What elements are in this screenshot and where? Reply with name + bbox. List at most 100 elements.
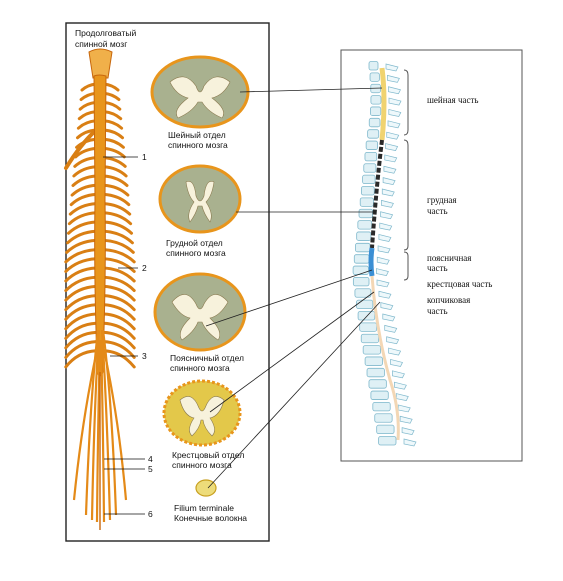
- medulla-label-line2: спинной мозг: [75, 39, 127, 49]
- sacral-section-label-2: спинного мозга: [172, 460, 232, 470]
- vertebra-body: [366, 367, 385, 378]
- lumbar-section-label-2: спинного мозга: [170, 363, 230, 373]
- spinal-nerve-left: [64, 303, 98, 321]
- vertebra-spinous-process: [385, 63, 399, 72]
- vertebra-body: [368, 61, 379, 71]
- vertebra-spinous-process: [376, 279, 390, 288]
- vertebra-spinous-process: [395, 393, 409, 401]
- spinal-nerve-right: [102, 202, 132, 216]
- spinal-nerve-right: [102, 183, 130, 197]
- spinal-nerve-right: [102, 340, 136, 359]
- vertebra-body: [374, 413, 393, 423]
- spinal-nerve-left: [72, 165, 98, 178]
- vertebra-spinous-process: [378, 234, 392, 242]
- cross-section-thoracic: [158, 164, 242, 234]
- spinal-nerve-right: [102, 275, 136, 293]
- spinal-nerve-right: [102, 349, 136, 369]
- vertebra-spinous-process: [388, 347, 402, 356]
- vertebra-spinous-process: [392, 370, 405, 379]
- vertebra-spinous-process: [378, 290, 392, 299]
- vertebra-body: [360, 186, 375, 196]
- filum-label-2: Конечные волокна: [174, 513, 247, 523]
- vertebra-spinous-process: [387, 74, 400, 83]
- vertebra-body: [357, 311, 376, 321]
- spinal-nerve-left: [66, 229, 98, 245]
- medulla-oblongata: [88, 48, 113, 79]
- vertebra-body: [354, 288, 372, 298]
- spinal-nerve-right: [102, 146, 126, 159]
- spinal-nerve-right: [102, 156, 127, 168]
- spinal-nerve-left: [74, 146, 98, 159]
- thoracic-section-label-2: спинного мозга: [166, 248, 226, 258]
- lumbar-part-label-2: часть: [427, 263, 448, 273]
- cervical-canal: [379, 67, 387, 141]
- vertebra-spinous-process: [394, 381, 407, 390]
- vertebra-body: [360, 333, 380, 344]
- cervical-section-label-2: спинного мозга: [168, 140, 228, 150]
- spinal-nerve-right: [102, 211, 133, 226]
- spinal-nerve-left: [64, 275, 98, 293]
- vertebra-spinous-process: [403, 438, 417, 447]
- number-1: 1: [142, 152, 147, 162]
- vertebra-spinous-process: [376, 268, 389, 276]
- number-leader-lines: [103, 156, 145, 515]
- vertebra-spinous-process: [380, 302, 394, 311]
- spinal-nerve-left: [64, 266, 98, 283]
- vertebra-spinous-process: [382, 313, 396, 322]
- vertebra-spinous-process: [377, 245, 391, 254]
- filum-label-1: Filium terminale: [174, 503, 234, 513]
- spinal-nerve-right: [102, 284, 136, 302]
- vertebra-body: [356, 299, 374, 310]
- coccygeal-part-label-1: копчиковая: [427, 295, 470, 305]
- cross-section-filum: [195, 479, 217, 497]
- thoracic-part-label-2: часть: [427, 206, 448, 216]
- brachial-plexus: [64, 128, 98, 170]
- sacral-section-label-1: Крестцовый отдел: [172, 450, 244, 460]
- coccygeal-part-label-2: часть: [427, 306, 448, 316]
- number-5: 5: [148, 464, 153, 474]
- region-brackets: [403, 69, 409, 281]
- vertebra-spinous-process: [388, 86, 401, 95]
- number-3: 3: [142, 351, 147, 361]
- vertebra-spinous-process: [388, 97, 402, 106]
- lumbar-part-label-1: поясничная: [427, 253, 471, 263]
- number-2: 2: [142, 263, 147, 273]
- spinal-nerve-left: [64, 284, 98, 302]
- spinal-nerve-left: [64, 248, 98, 264]
- vertebra-body: [370, 106, 382, 116]
- spinal-nerve-right: [102, 303, 136, 321]
- thoracic-canal: [370, 139, 384, 249]
- vertebra-body: [370, 95, 382, 105]
- spinal-nerve-right: [102, 165, 128, 178]
- vertebra-body: [352, 265, 369, 275]
- vertebra-spinous-process: [384, 324, 398, 333]
- cervical-part-label: шейная часть: [427, 95, 479, 105]
- vertebra-spinous-process: [386, 336, 400, 345]
- vertebra-body: [367, 129, 380, 139]
- vertebra-body: [359, 322, 378, 332]
- vertebra-spinous-process: [390, 359, 404, 367]
- vertebral-column: [352, 61, 417, 447]
- vertebra-spinous-process: [386, 131, 400, 140]
- spinal-nerve-left: [64, 294, 98, 312]
- vertebra-spinous-process: [379, 222, 393, 231]
- vertebra-spinous-process: [387, 120, 401, 129]
- connector-lines: [205, 87, 383, 489]
- spinal-nerve-right: [102, 321, 136, 340]
- vertebra-spinous-process: [385, 143, 399, 151]
- spinal-nerve-right: [102, 312, 136, 331]
- spinal-nerve-right: [102, 266, 136, 283]
- vertebra-spinous-process: [380, 211, 394, 220]
- vertebra-body: [356, 231, 372, 241]
- spinal-nerve-right: [102, 248, 136, 264]
- vertebra-body: [355, 242, 371, 253]
- spinal-cord-illustration: [64, 48, 136, 530]
- cauda-equina: [72, 329, 128, 523]
- spinal-nerve-left: [71, 174, 98, 187]
- medulla-label-line1: Продолговатый: [75, 28, 136, 38]
- lumbar-section-label-1: Поясничный отдел: [170, 353, 244, 363]
- spinal-nerve-left: [64, 340, 98, 359]
- spinal-nerve-left: [64, 257, 98, 273]
- vertebra-spinous-process: [399, 415, 413, 424]
- vertebra-spinous-process: [383, 165, 397, 174]
